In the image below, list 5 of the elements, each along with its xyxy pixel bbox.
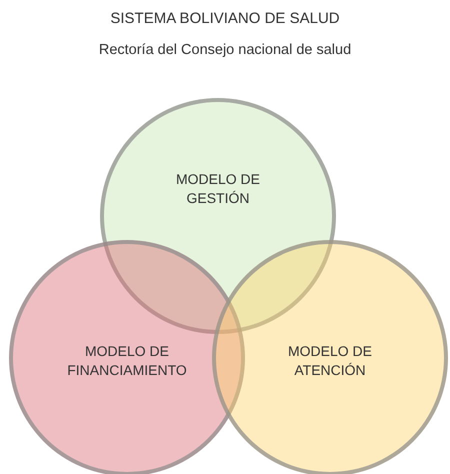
subtitle: Rectoría del Consejo nacional de salud [98, 42, 352, 58]
circle-label: MODELO DE FINANCIAMIENTO [66, 342, 188, 380]
diagram-title: SISTEMA BOLIVIANO DE SALUD [109, 10, 341, 27]
circle-label: MODELO DE GESTIÓN [174, 170, 261, 208]
circle-label: MODELO DE ATENCIÓN [286, 342, 373, 380]
